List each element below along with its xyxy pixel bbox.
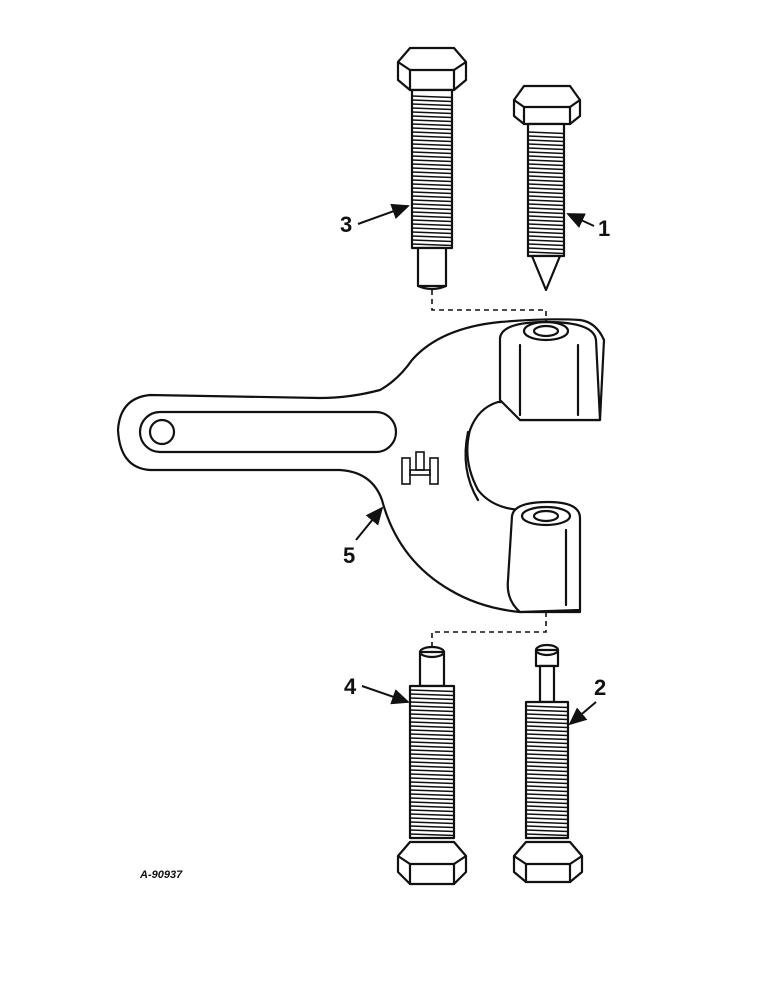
ih-logo-icon [401, 451, 439, 485]
svg-text:3: 3 [340, 212, 352, 237]
callout-4: 4 [344, 674, 410, 705]
part-5-tool-body [116, 318, 606, 614]
callout-2: 2 [568, 675, 606, 726]
part-1-bolt [512, 84, 582, 292]
svg-text:4: 4 [344, 674, 357, 699]
callout-3: 3 [340, 203, 410, 237]
callout-1: 1 [566, 213, 610, 241]
part-3-bolt [396, 46, 468, 291]
svg-text:5: 5 [343, 543, 355, 568]
part-2-bolt [512, 643, 584, 884]
figure-id: A-90937 [139, 869, 183, 881]
part-4-bolt [396, 645, 468, 886]
svg-text:2: 2 [594, 675, 606, 700]
callout-5: 5 [343, 506, 384, 568]
svg-text:1: 1 [598, 216, 610, 241]
assembly-lines [431, 290, 547, 648]
